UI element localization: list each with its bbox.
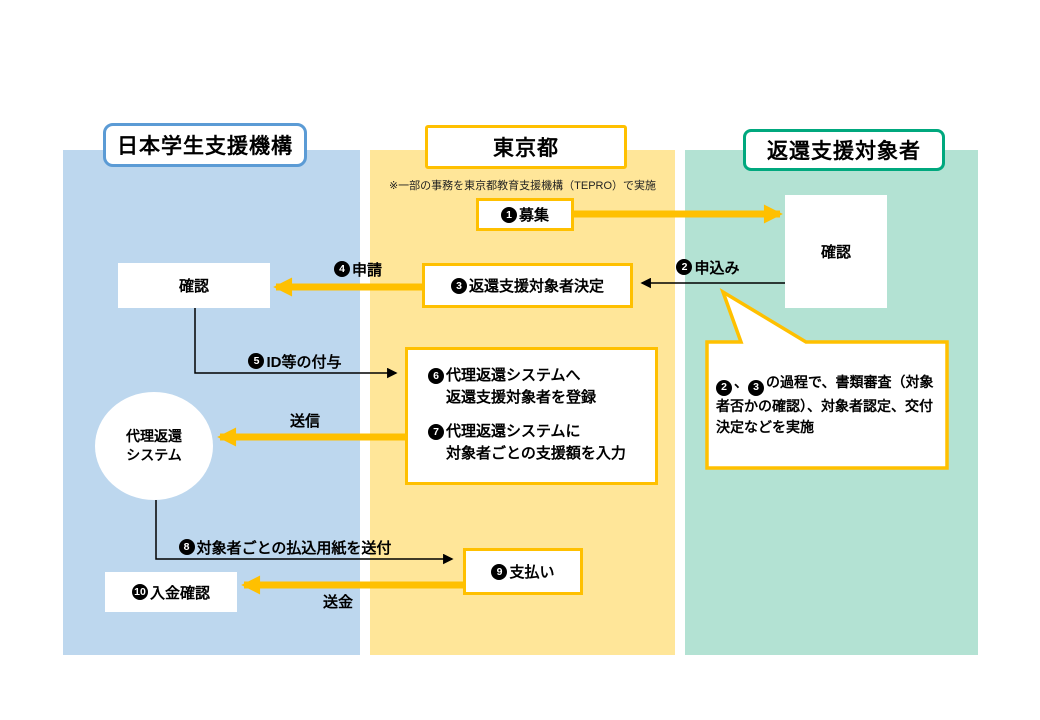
step6-line1-text: 代理返還システムへ bbox=[446, 367, 581, 384]
callout-number3-badge: 3 bbox=[748, 379, 764, 396]
box-confirm-recipient: 確認 bbox=[785, 195, 887, 308]
step4-number-badge: 4 bbox=[333, 261, 350, 277]
step8-label: 対象者ごとの払込用紙を送付 bbox=[196, 539, 392, 557]
box-step9-payment: 9 支払い bbox=[463, 548, 583, 595]
step5-number-badge: 5 bbox=[248, 353, 265, 369]
system-name-line1: 代理返還 bbox=[126, 428, 182, 444]
step4-label: 申請 bbox=[351, 261, 382, 279]
box-step1-recruit: 1 募集 bbox=[476, 198, 574, 231]
step10-number-badge: 10 bbox=[131, 584, 148, 600]
callout-separator: 、 bbox=[734, 374, 748, 390]
label-step8-payment-slip: 8 対象者ごとの払込用紙を送付 bbox=[155, 538, 415, 557]
step2-number-badge: 2 bbox=[676, 259, 693, 275]
lane-jasso bbox=[63, 150, 360, 655]
send-label-text: 送信 bbox=[289, 412, 320, 430]
step6-line2: 返還支援対象者を登録 bbox=[446, 389, 597, 406]
box-step6-7-system-registration: 6 代理返還システムへ 返還支援対象者を登録 7 代理返還システムに 対象者ごと… bbox=[405, 347, 658, 485]
step8-number-badge: 8 bbox=[178, 539, 195, 555]
box-confirm-jasso: 確認 bbox=[118, 263, 270, 308]
box-step10-deposit-confirm: 10 入金確認 bbox=[105, 572, 237, 612]
step1-label: 募集 bbox=[518, 207, 549, 224]
label-send: 送信 bbox=[275, 411, 335, 430]
header-recipient-title: 返還支援対象者 bbox=[767, 140, 921, 163]
label-step5-id-grant: 5 ID等の付与 bbox=[215, 352, 375, 371]
tokyo-note: ※一部の事務を東京都教育支援機構（TEPRO）で実施 bbox=[388, 180, 657, 192]
step10-label: 入金確認 bbox=[149, 584, 210, 602]
header-tokyo-title: 東京都 bbox=[493, 137, 559, 160]
label-step4-apply: 4 申請 bbox=[298, 260, 418, 279]
header-jasso-title: 日本学生支援機構 bbox=[117, 135, 293, 158]
step7-line1: 7 代理返還システムに bbox=[428, 421, 647, 443]
step7-line2: 対象者ごとの支援額を入力 bbox=[446, 445, 626, 462]
step7-number-badge: 7 bbox=[428, 424, 444, 440]
remit-label-text: 送金 bbox=[322, 593, 353, 611]
step5-label: ID等の付与 bbox=[266, 353, 342, 371]
header-tokyo: 東京都 bbox=[425, 125, 627, 169]
step6-number-badge: 6 bbox=[428, 368, 444, 384]
confirm-recipient-label: 確認 bbox=[820, 244, 851, 261]
header-jasso: 日本学生支援機構 bbox=[103, 123, 307, 167]
header-recipient: 返還支援対象者 bbox=[743, 129, 945, 171]
label-step2-application: 2 申込み bbox=[648, 258, 768, 277]
system-name-line2: システム bbox=[126, 447, 182, 463]
step2-label: 申込み bbox=[694, 259, 740, 277]
callout-number2-badge: 2 bbox=[716, 379, 732, 396]
box-step3-decision: 3 返還支援対象者決定 bbox=[422, 263, 633, 308]
step6-line1: 6 代理返還システムへ bbox=[428, 365, 647, 387]
step7-line1-text: 代理返還システムに bbox=[446, 423, 581, 440]
step3-number-badge: 3 bbox=[450, 277, 467, 294]
step9-label: 支払い bbox=[509, 564, 555, 581]
step9-number-badge: 9 bbox=[491, 563, 508, 580]
confirm-jasso-label: 確認 bbox=[178, 278, 209, 295]
label-remit: 送金 bbox=[308, 592, 368, 611]
step1-number-badge: 1 bbox=[500, 206, 517, 223]
step3-label: 返還支援対象者決定 bbox=[468, 278, 604, 295]
circle-proxy-repayment-system: 代理返還 システム bbox=[95, 392, 213, 500]
